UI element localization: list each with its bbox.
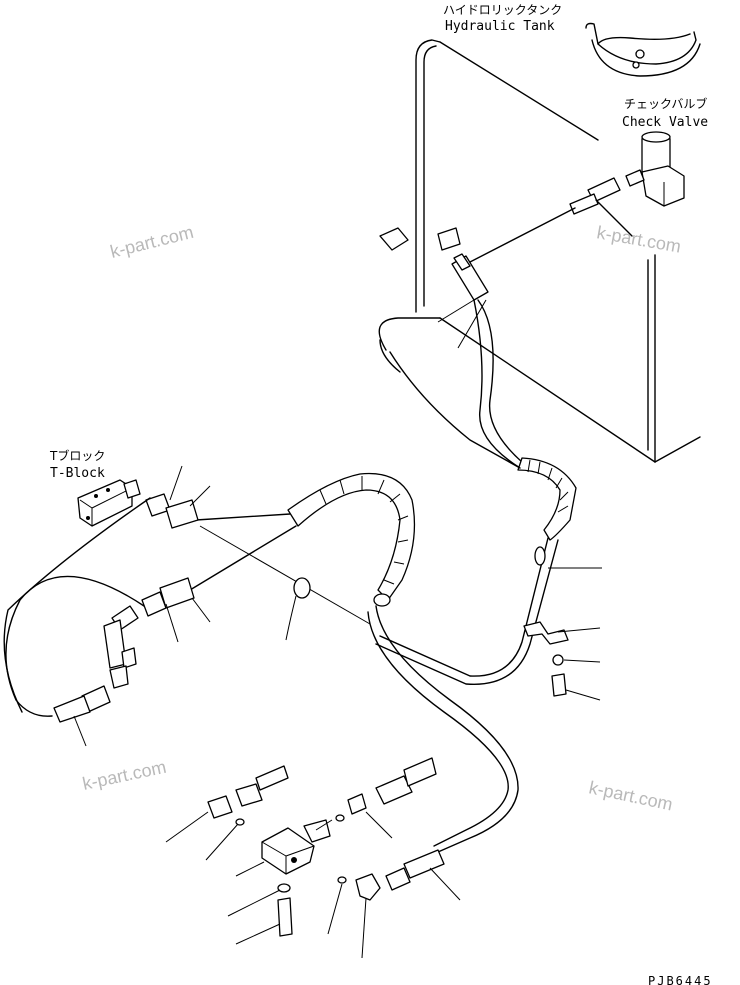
hydraulic-tank-label-jp: ハイドロリックタンク [443,3,562,17]
valve-fittings [207,757,445,937]
t-block-label-jp: Tブロック [49,448,105,463]
hose-loop-upper [378,317,441,351]
watermark-2: k-part.com [595,222,682,256]
hose-tank-to-check-valve [469,207,576,263]
hose-right-vertical [379,537,549,677]
watermark-1: k-part.com [108,222,195,262]
tank-elbow-fitting [379,227,489,301]
check-valve [625,131,685,207]
spiral-guard-right [517,457,577,541]
tblock-hose-fitting [145,465,211,529]
hose-down-to-valve [375,605,519,853]
valve-block [261,819,331,875]
clamp-right [523,546,569,697]
check-valve-label-en: Check Valve [622,115,708,130]
leader-line [165,811,209,843]
hose-fitting-check-valve [569,177,633,237]
watermark-4: k-part.com [587,777,674,814]
drawing-code: PJB6445 [648,974,713,985]
left-elbow-chain [53,605,139,747]
hose-left-loop [5,575,145,717]
t-block-label-en: T-Block [50,466,105,481]
return-hose-tank [477,299,523,463]
t-block [77,479,141,527]
spiral-guard-center [287,472,416,607]
hose-tblock-to-guard [195,513,291,521]
watermark-3: k-part.com [81,757,168,794]
hydraulic-tank-label-en: Hydraulic Tank [445,19,555,34]
clamp-center [285,577,311,641]
check-valve-label-jp: チェックバルブ [624,96,707,111]
hydraulic-tank [415,22,701,463]
left-hose-fitting [141,577,211,643]
